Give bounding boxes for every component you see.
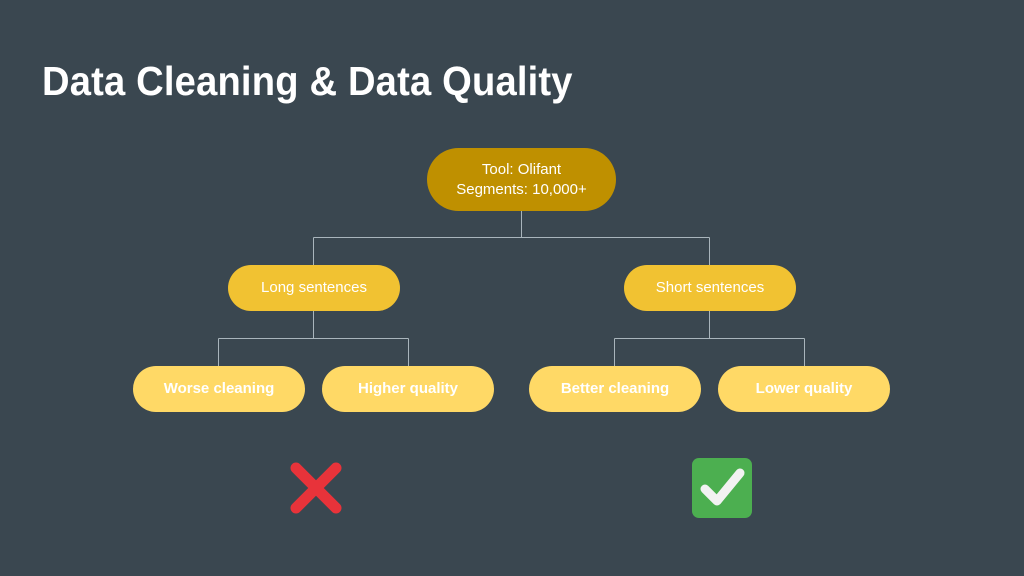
leaf-node-label: Worse cleaning <box>163 380 275 398</box>
cross-mark-icon <box>284 456 348 520</box>
leaf-node-worse-cleaning[interactable]: Worse cleaning <box>133 366 305 412</box>
check-mark-icon <box>690 456 754 520</box>
leaf-node-label: Lower quality <box>755 380 853 398</box>
root-node-line-1: Tool: Olifant <box>481 160 562 178</box>
leaf-node-label: Better cleaning <box>560 380 670 398</box>
leaf-node-label: Higher quality <box>357 380 458 398</box>
root-node-line-2: Segments: 10,000+ <box>456 180 587 198</box>
page-title: Data Cleaning & Data Quality <box>42 58 573 104</box>
leaf-node-better-cleaning[interactable]: Better cleaning <box>529 366 701 412</box>
branch-node-long-sentences[interactable]: Long sentences <box>228 265 400 311</box>
branch-node-label: Short sentences <box>655 279 765 297</box>
root-node[interactable]: Tool: Olifant Segments: 10,000+ <box>427 148 616 211</box>
leaf-node-lower-quality[interactable]: Lower quality <box>718 366 890 412</box>
leaf-node-higher-quality[interactable]: Higher quality <box>322 366 494 412</box>
branch-node-short-sentences[interactable]: Short sentences <box>624 265 796 311</box>
branch-node-label: Long sentences <box>261 279 367 297</box>
